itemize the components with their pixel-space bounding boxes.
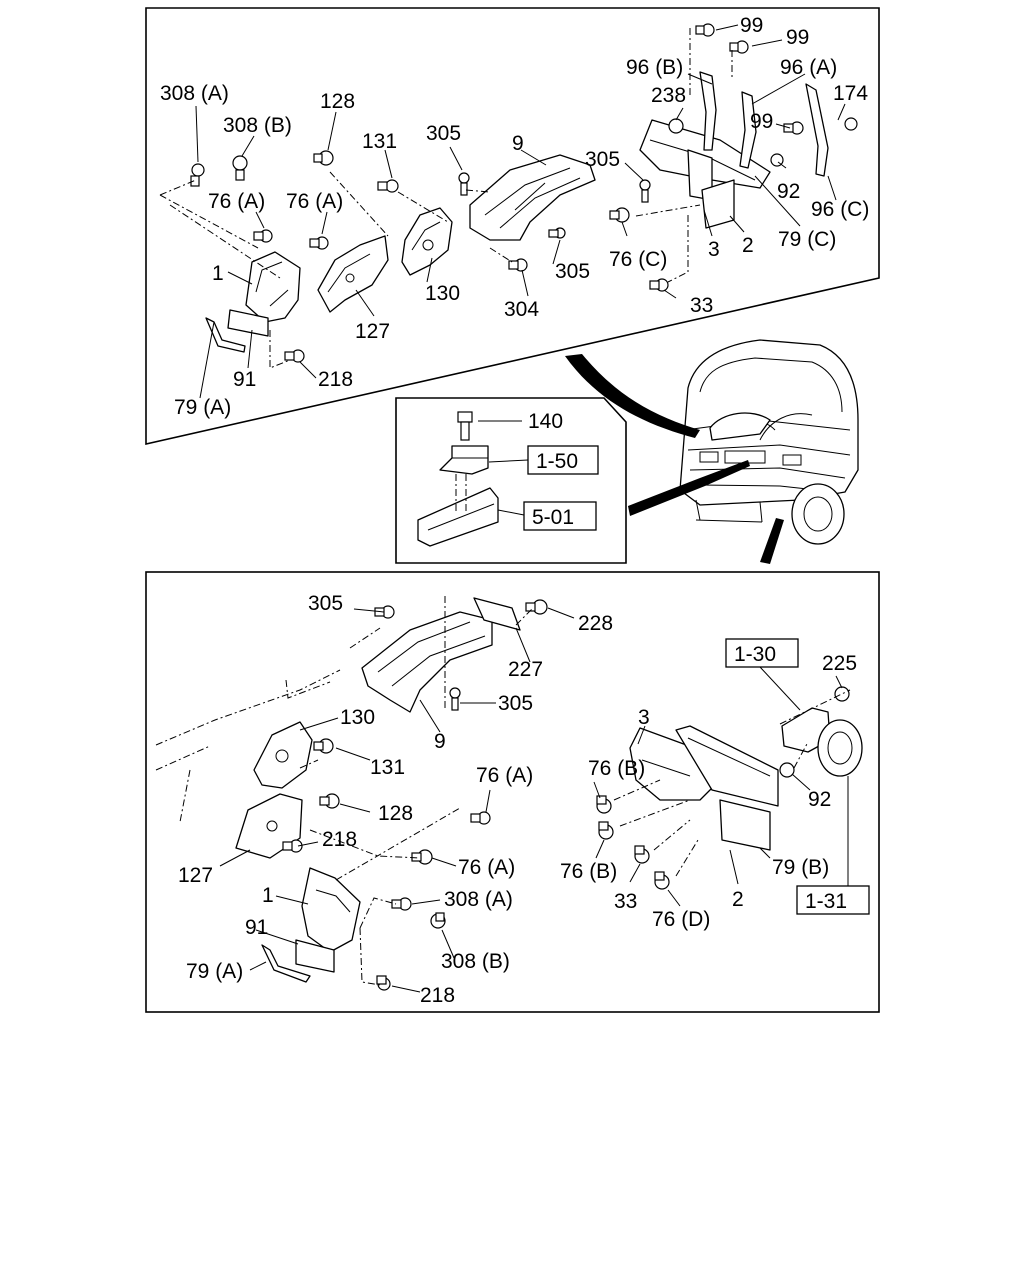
part-label-305: 305 xyxy=(426,122,461,145)
part-label-9: 9 xyxy=(434,730,446,753)
part-label-227: 227 xyxy=(508,658,543,681)
part-label-218: 218 xyxy=(318,368,353,391)
callout-labels: 99 99 96 (B) 96 (A) 238 174 99 308 (A) 3… xyxy=(160,14,869,1007)
part-label-218: 218 xyxy=(322,828,357,851)
part-label-9: 9 xyxy=(512,132,524,155)
top-panel-parts xyxy=(159,23,858,369)
part-label-130: 130 xyxy=(340,706,375,729)
callout-wedge-bottom xyxy=(760,518,784,564)
part-label-131: 131 xyxy=(362,130,397,153)
part-label-92: 92 xyxy=(777,180,800,203)
part-label-304: 304 xyxy=(504,298,539,321)
part-label-96a: 96 (A) xyxy=(780,56,837,79)
part-label-128: 128 xyxy=(320,90,355,113)
part-label-79a: 79 (A) xyxy=(186,960,243,983)
part-label-76b: 76 (B) xyxy=(560,860,617,883)
part-label-225: 225 xyxy=(822,652,857,675)
part-label-3: 3 xyxy=(638,706,650,729)
part-label-308a: 308 (A) xyxy=(160,82,229,105)
part-label-3: 3 xyxy=(708,238,720,261)
part-label-33: 33 xyxy=(614,890,637,913)
part-label-130: 130 xyxy=(425,282,460,305)
part-label-305: 305 xyxy=(498,692,533,715)
part-label-174: 174 xyxy=(833,82,868,105)
part-label-2: 2 xyxy=(742,234,754,257)
part-label-91: 91 xyxy=(245,916,268,939)
ref-box-1-50 xyxy=(527,445,599,475)
part-label-76a: 76 (A) xyxy=(208,190,265,213)
part-label-140: 140 xyxy=(528,410,563,433)
part-label-76a: 76 (A) xyxy=(286,190,343,213)
part-label-76a: 76 (A) xyxy=(476,764,533,787)
top-panel-frame xyxy=(145,7,880,446)
ref-box-1-30 xyxy=(725,638,799,668)
part-label-33: 33 xyxy=(690,294,713,317)
part-label-305: 305 xyxy=(585,148,620,171)
part-label-76a: 76 (A) xyxy=(458,856,515,879)
bottom-panel-frame xyxy=(145,571,880,1013)
bottom-panel-parts xyxy=(155,596,863,991)
bolt-icons-top xyxy=(190,23,858,363)
part-label-228: 228 xyxy=(578,612,613,635)
ref-label-1-50: 1-50 xyxy=(536,450,578,473)
part-label-308a: 308 (A) xyxy=(444,888,513,911)
part-label-96b: 96 (B) xyxy=(626,56,683,79)
ref-box-5-01 xyxy=(523,501,597,531)
callout-wedge-inset xyxy=(628,460,750,516)
inset-detail-frame xyxy=(395,397,627,564)
part-label-91: 91 xyxy=(233,368,256,391)
part-label-305: 305 xyxy=(308,592,343,615)
part-label-79b: 79 (B) xyxy=(772,856,829,879)
part-label-76d: 76 (D) xyxy=(652,908,710,931)
part-label-76c: 76 (C) xyxy=(609,248,667,271)
part-label-96c: 96 (C) xyxy=(811,198,869,221)
bolt-icons-bottom xyxy=(282,599,850,991)
part-label-131: 131 xyxy=(370,756,405,779)
inset-parts xyxy=(417,411,599,547)
part-label-238: 238 xyxy=(651,84,686,107)
part-label-99: 99 xyxy=(786,26,809,49)
ref-label-1-31: 1-31 xyxy=(805,890,847,913)
part-label-79a: 79 (A) xyxy=(174,396,231,419)
part-label-2: 2 xyxy=(732,888,744,911)
part-label-1: 1 xyxy=(212,262,224,285)
part-label-218: 218 xyxy=(420,984,455,1007)
part-label-92: 92 xyxy=(808,788,831,811)
leader-lines xyxy=(195,24,846,993)
part-label-127: 127 xyxy=(355,320,390,343)
part-label-99: 99 xyxy=(750,110,773,133)
part-label-76b: 76 (B) xyxy=(588,757,645,780)
callout-wedge-top xyxy=(565,354,700,438)
ref-box-1-31 xyxy=(796,885,870,915)
part-label-128: 128 xyxy=(378,802,413,825)
part-label-99: 99 xyxy=(740,14,763,37)
part-label-308b: 308 (B) xyxy=(441,950,510,973)
part-label-79c: 79 (C) xyxy=(778,228,836,251)
ref-label-5-01: 5-01 xyxy=(532,506,574,529)
part-label-308b: 308 (B) xyxy=(223,114,292,137)
part-label-127: 127 xyxy=(178,864,213,887)
truck-cab-illustration xyxy=(679,339,859,545)
ref-label-1-30: 1-30 xyxy=(734,643,776,666)
part-label-305: 305 xyxy=(555,260,590,283)
part-label-1: 1 xyxy=(262,884,274,907)
